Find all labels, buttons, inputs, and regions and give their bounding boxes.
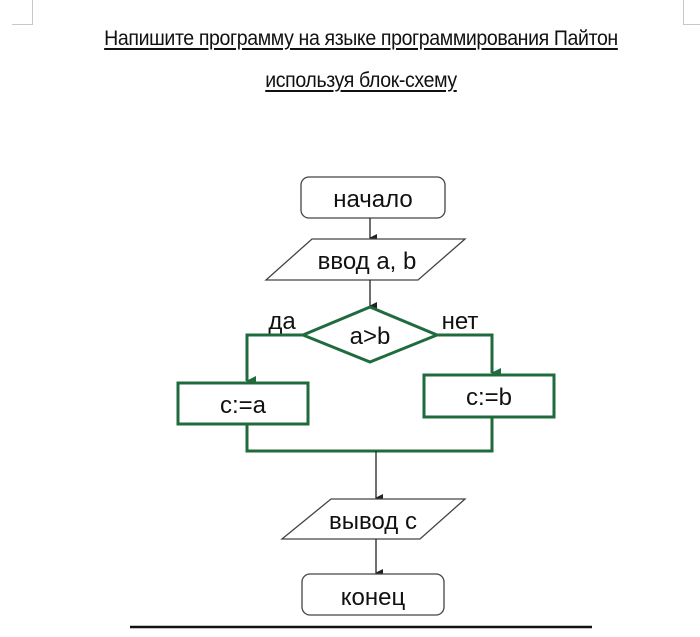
input-block [264, 238, 467, 281]
branch-label-no: нет [442, 308, 479, 335]
connector-merge [245, 417, 494, 453]
start-terminal [300, 176, 446, 219]
branch-label-yes: да [268, 308, 296, 335]
assign-no-label: c:=b [466, 384, 512, 411]
assign-no-block [422, 373, 556, 419]
page-corner-mark-top-right [683, 0, 700, 25]
output-label: вывод с [329, 508, 417, 535]
start-label: начало [333, 186, 413, 213]
end-terminal [301, 573, 445, 616]
assign-yes-block [176, 381, 310, 426]
output-block [280, 498, 467, 540]
condition-label: a>b [350, 323, 391, 350]
page-corner-mark-top-left [12, 0, 33, 25]
end-label: конец [341, 584, 406, 611]
task-title-line-2: используя блок-схему [265, 69, 457, 92]
task-title-line-1: Напишите программу на языке программиров… [104, 27, 618, 50]
input-label: ввод a, b [318, 248, 417, 275]
connector-no-branch [437, 333, 501, 378]
connector-yes-branch [245, 333, 303, 386]
assign-yes-label: c:=a [220, 392, 267, 419]
